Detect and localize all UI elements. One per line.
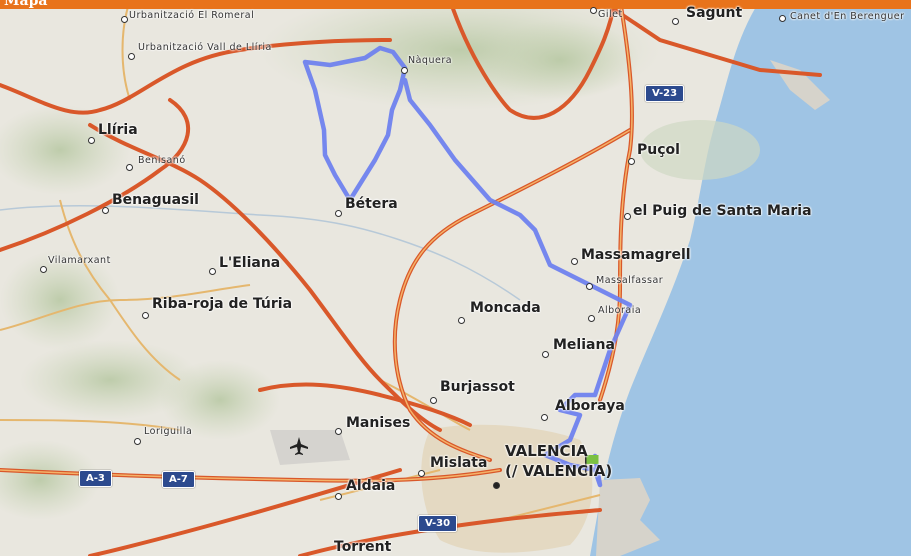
place-dot xyxy=(541,414,548,421)
place-label-vilamarxant[interactable]: Vilamarxant xyxy=(48,255,111,266)
place-dot xyxy=(102,207,109,214)
hill-relief-2 xyxy=(0,250,120,350)
place-label-valencia-alt[interactable]: (/ VALÈNCIA) xyxy=(505,462,613,480)
hill-relief xyxy=(0,105,130,195)
flag-icon xyxy=(585,455,599,473)
place-label-canet[interactable]: Canet d'En Berenguer xyxy=(790,11,905,22)
road-shield-a3: A-3 xyxy=(79,470,112,487)
place-dot xyxy=(624,213,631,220)
place-dot xyxy=(126,164,133,171)
place-label-massalfassar[interactable]: Massalfassar xyxy=(596,275,664,286)
place-dot xyxy=(335,428,342,435)
route-path xyxy=(302,45,633,488)
place-dot xyxy=(128,53,135,60)
place-label-mislata[interactable]: Mislata xyxy=(430,455,488,471)
place-dot xyxy=(779,15,786,22)
place-dot xyxy=(40,266,47,273)
port-area xyxy=(596,478,660,556)
place-label-benaguasil[interactable]: Benaguasil xyxy=(112,192,199,208)
place-label-alboraya[interactable]: Alboraya xyxy=(555,398,625,414)
place-label-leliana[interactable]: L'Eliana xyxy=(219,255,281,271)
hill-relief-5 xyxy=(0,440,100,520)
place-label-riba-roja[interactable]: Riba-roja de Túria xyxy=(152,296,293,312)
place-dot xyxy=(142,312,149,319)
place-label-loriguilla[interactable]: Loriguilla xyxy=(144,426,193,437)
orchard-area xyxy=(640,120,760,180)
place-dot xyxy=(209,268,216,275)
place-dot xyxy=(401,67,408,74)
sea-area xyxy=(590,0,911,556)
place-dot xyxy=(335,493,342,500)
place-dot xyxy=(571,258,578,265)
place-label-alboraia[interactable]: Alboraia xyxy=(598,305,642,316)
map-header-bar xyxy=(0,0,911,9)
place-label-manises[interactable]: Manises xyxy=(346,415,411,431)
place-label-pucol[interactable]: Puçol xyxy=(637,142,680,158)
place-dot xyxy=(542,351,549,358)
place-label-urbanitzacio-el-romeral[interactable]: Urbanització El Romeral xyxy=(129,10,255,21)
place-label-el-puig[interactable]: el Puig de Santa Maria xyxy=(633,203,812,219)
place-dot xyxy=(335,210,342,217)
place-label-benisano[interactable]: Benisanó xyxy=(138,155,186,166)
place-dot xyxy=(588,315,595,322)
place-dot xyxy=(418,470,425,477)
place-dot xyxy=(458,317,465,324)
place-dot xyxy=(672,18,679,25)
airplane-icon xyxy=(290,437,308,455)
place-label-meliana[interactable]: Meliana xyxy=(553,337,615,353)
road-shield-v30: V-30 xyxy=(418,515,458,532)
place-label-aldaia[interactable]: Aldaia xyxy=(346,478,396,494)
place-dot xyxy=(628,158,635,165)
place-label-naquera[interactable]: Nàquera xyxy=(408,55,453,66)
hill-relief-4 xyxy=(160,360,280,440)
place-dot xyxy=(586,283,593,290)
capital-dot xyxy=(493,482,500,489)
place-dot xyxy=(121,16,128,23)
place-dot xyxy=(88,137,95,144)
map-title: Mapa xyxy=(4,0,48,9)
place-label-massamagrell[interactable]: Massamagrell xyxy=(581,247,691,263)
place-label-betera[interactable]: Bétera xyxy=(345,196,398,212)
place-dot xyxy=(430,397,437,404)
road-shield-a7: A-7 xyxy=(162,471,195,488)
place-label-lliria[interactable]: Llíria xyxy=(98,122,138,138)
place-dot xyxy=(134,438,141,445)
place-dot xyxy=(590,7,597,14)
place-label-moncada[interactable]: Moncada xyxy=(470,300,541,316)
road-shield-v23: V-23 xyxy=(645,85,685,102)
place-label-gilet[interactable]: Gilet xyxy=(598,9,623,20)
airport-area xyxy=(270,430,350,465)
place-label-burjassot[interactable]: Burjassot xyxy=(440,379,515,395)
place-label-sagunt[interactable]: Sagunt xyxy=(686,5,743,21)
mountain-relief-2 xyxy=(480,20,640,100)
place-label-torrent[interactable]: Torrent xyxy=(334,539,392,555)
place-label-valencia[interactable]: VALENCIA xyxy=(505,442,588,460)
place-label-urbanitzacio-vall-de-lliria[interactable]: Urbanització Vall de Llíria xyxy=(138,42,272,53)
